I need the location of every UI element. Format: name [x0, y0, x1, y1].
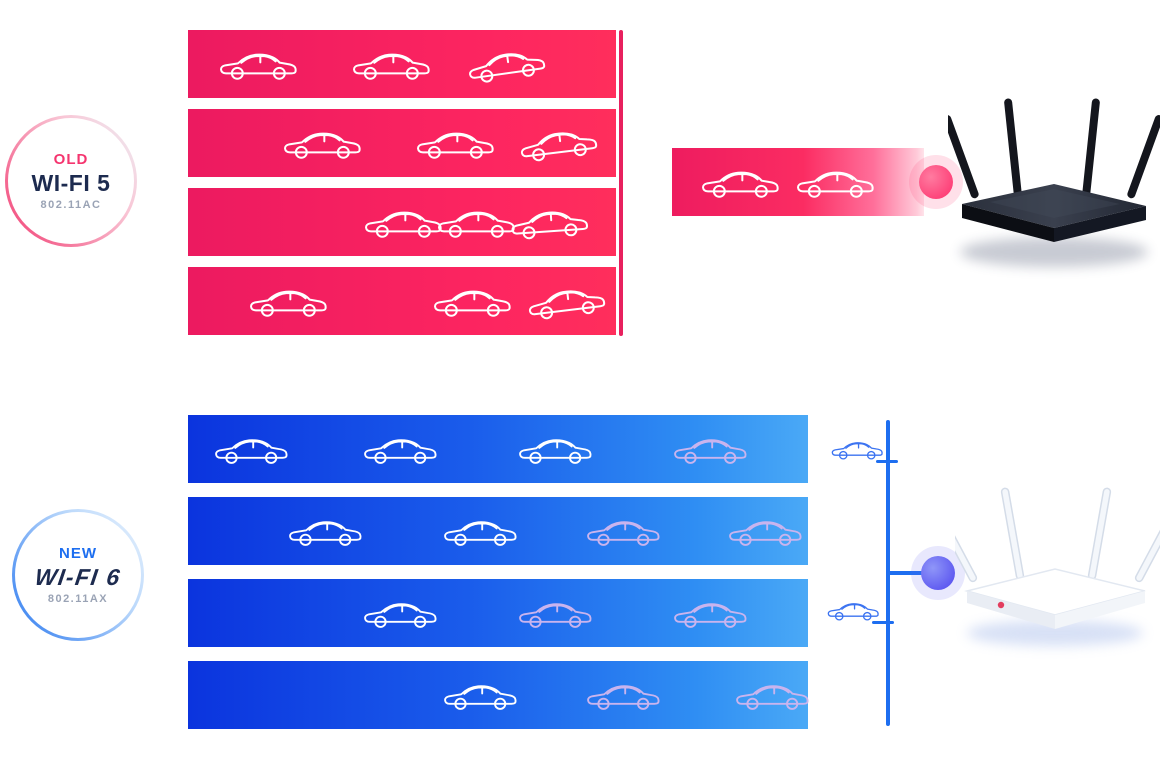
car-icon [510, 209, 589, 241]
car-icon [363, 439, 437, 464]
wifi6-badge: NEW WI-FI 6 802.11AX [12, 509, 144, 641]
wifi6-lane-4 [188, 661, 809, 729]
wifi6-badge-name: WI-FI 6 [33, 564, 123, 590]
wifi5-lane-3 [188, 188, 616, 256]
wifi6-endpoint-dot [921, 556, 955, 590]
car-icon [467, 48, 547, 85]
car-icon [433, 290, 511, 317]
car-icon [219, 53, 297, 80]
car-icon [214, 439, 288, 464]
car-icon [586, 685, 660, 710]
wifi5-lane-4 [188, 267, 616, 335]
wifi5-lane-1 [188, 30, 616, 98]
car-icon [518, 439, 592, 464]
car-icon [586, 521, 660, 546]
car-icon [289, 521, 362, 546]
wifi5-badge-inner: OLD WI-FI 5 802.11AC [8, 118, 134, 244]
car-icon [729, 521, 802, 546]
wifi6-lane-1 [188, 415, 808, 483]
wifi5-badge: OLD WI-FI 5 802.11AC [5, 115, 137, 247]
wifi5-router-image [948, 98, 1160, 267]
car-icon [444, 521, 517, 546]
car-icon [365, 211, 443, 238]
car-icon [284, 132, 361, 159]
car-icon [444, 685, 517, 710]
wifi5-merged-lane [672, 148, 924, 216]
wifi6-connector-line [888, 571, 926, 575]
wifi6-badge-standard: 802.11AX [47, 593, 109, 605]
wifi6-badge-tag: NEW [59, 545, 97, 562]
car-icon [797, 171, 875, 198]
wifi6-lane-3 [188, 579, 808, 647]
car-icon [249, 290, 327, 317]
car-icon [416, 132, 494, 159]
car-icon [735, 685, 809, 710]
car-icon [673, 603, 747, 628]
wifi6-badge-inner: NEW WI-FI 6 802.11AX [15, 512, 141, 638]
wifi6-tick-2 [872, 621, 894, 624]
car-icon [831, 442, 883, 460]
car-icon [518, 603, 592, 628]
wifi5-badge-standard: 802.11AC [40, 199, 102, 211]
car-icon [363, 603, 437, 628]
car-icon [352, 53, 430, 80]
car-icon [438, 211, 515, 238]
car-icon [518, 128, 598, 164]
car-icon [701, 171, 779, 198]
car-icon [527, 286, 607, 322]
car-icon [827, 603, 879, 621]
wifi5-endpoint-dot [919, 165, 953, 199]
wifi5-combiner-line [619, 30, 623, 336]
wifi6-lane-2 [188, 497, 808, 565]
wifi6-router-image [955, 487, 1160, 646]
wifi5-lane-2 [188, 109, 616, 177]
wifi6-side-car-2 [826, 597, 882, 623]
wifi5-badge-name: WI-FI 5 [31, 170, 111, 196]
wifi5-badge-tag: OLD [53, 151, 89, 168]
wifi6-side-car-1 [830, 436, 886, 462]
car-icon [673, 439, 747, 464]
